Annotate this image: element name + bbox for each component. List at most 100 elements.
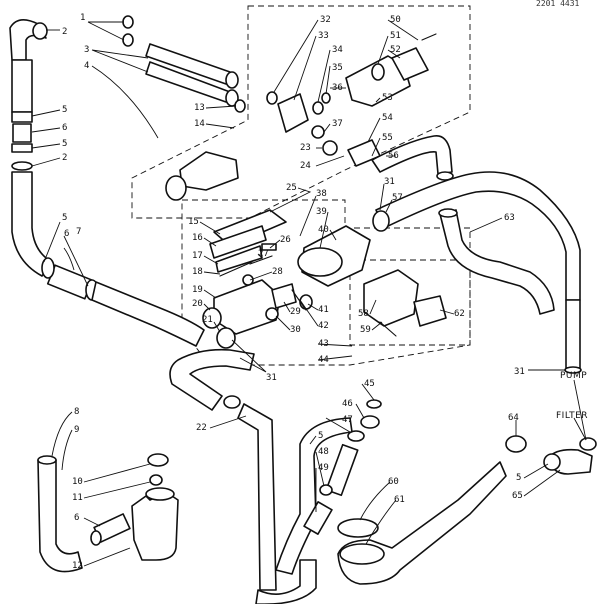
callout-11: 11 (72, 493, 83, 503)
leader (355, 403, 365, 419)
pin-27 (249, 255, 273, 265)
hose-31-cuff (223, 395, 241, 409)
coupling-6-upper (12, 123, 32, 143)
callout-31: 31 (266, 373, 277, 383)
callout-45: 45 (364, 379, 375, 389)
callout-1: 1 (80, 13, 85, 23)
leader (63, 235, 89, 287)
seal-51 (371, 63, 385, 81)
cap-10 (147, 453, 169, 467)
callout-38: 38 (316, 189, 327, 199)
impeller-29 (271, 283, 297, 309)
callout-31: 31 (384, 177, 395, 187)
callout-13: 13 (194, 103, 205, 113)
callout-6: 6 (64, 229, 69, 239)
leader (369, 299, 377, 315)
leader (63, 247, 75, 271)
callout-9: 9 (74, 425, 79, 435)
solenoid-52 (391, 47, 429, 81)
callout-43: 43 (318, 339, 329, 349)
callout-5: 5 (318, 431, 323, 441)
callout-20: 20 (192, 299, 203, 309)
callout-29: 29 (290, 307, 301, 317)
clamp-45 (366, 399, 382, 409)
leader (51, 411, 73, 457)
left-drain-hose (9, 19, 205, 347)
leader (31, 127, 61, 133)
motor-cap-14 (165, 175, 187, 201)
callout-24: 24 (300, 161, 311, 171)
leader (365, 499, 397, 545)
hose-cuff-2 (11, 161, 33, 171)
leader (377, 35, 389, 65)
valve-housing-36 (345, 55, 411, 107)
leader (61, 429, 73, 471)
coupling-6-lower-end (90, 530, 102, 546)
valve-body-33 (277, 93, 309, 133)
leader (317, 49, 331, 103)
motor-fan-62 (413, 295, 447, 327)
callout-31: 31 (514, 367, 525, 377)
callout-5: 5 (62, 105, 67, 115)
leader (257, 253, 263, 259)
callout-5: 5 (62, 139, 67, 149)
callout-62: 62 (454, 309, 465, 319)
leader (269, 239, 281, 249)
right-hoses (371, 134, 582, 374)
leader (319, 211, 329, 249)
callout-33: 33 (318, 31, 329, 41)
sump-outlet (339, 543, 385, 565)
leader (203, 303, 211, 311)
leader (273, 19, 319, 93)
callout-37: 37 (332, 119, 343, 129)
leader (361, 383, 375, 401)
leader (385, 199, 393, 213)
callout-57: 57 (392, 193, 403, 203)
callout-6: 6 (62, 123, 67, 133)
callout-48: 48 (318, 447, 329, 457)
top-hardware (122, 15, 437, 201)
leader (323, 123, 331, 133)
leader (83, 547, 131, 567)
washer-37 (311, 125, 325, 139)
washer-1a (122, 15, 134, 29)
gasket-39 (297, 247, 343, 277)
leader (205, 105, 237, 109)
leader (371, 321, 383, 331)
hose-57-end (372, 210, 390, 232)
callout-54: 54 (382, 113, 393, 123)
clamp-46 (360, 415, 380, 429)
callout-16: 16 (192, 233, 203, 243)
leader (203, 271, 221, 275)
leader (203, 237, 217, 247)
pump-port-20 (202, 307, 222, 329)
hose-56 (371, 134, 453, 175)
callout-10: 10 (72, 477, 83, 487)
callout-22: 22 (196, 423, 207, 433)
leader (371, 137, 381, 157)
callout-49: 49 (318, 463, 329, 473)
ring-32 (266, 91, 278, 105)
left-hose-cap (32, 22, 48, 40)
callout-50: 50 (390, 15, 401, 25)
lower-left-detail (37, 453, 179, 573)
callout-8: 8 (74, 407, 79, 417)
callout-51: 51 (390, 31, 401, 41)
leader (293, 35, 317, 101)
callout-46: 46 (342, 399, 353, 409)
frame-motor-subassembly (349, 259, 471, 346)
leader (315, 155, 345, 167)
clamp-5-mid (41, 257, 55, 279)
leader (367, 117, 381, 143)
cap-28 (242, 274, 254, 286)
left-hose-segment-4 (91, 281, 205, 347)
callout-3: 3 (84, 45, 89, 55)
callout-47: 47 (342, 415, 353, 425)
callout-15: 15 (188, 217, 199, 227)
callout-61: 61 (394, 495, 405, 505)
seal-30 (265, 307, 279, 321)
callout-36: 36 (332, 83, 343, 93)
leader (375, 97, 381, 103)
callout-59: 59 (360, 325, 371, 335)
leader (315, 451, 325, 487)
